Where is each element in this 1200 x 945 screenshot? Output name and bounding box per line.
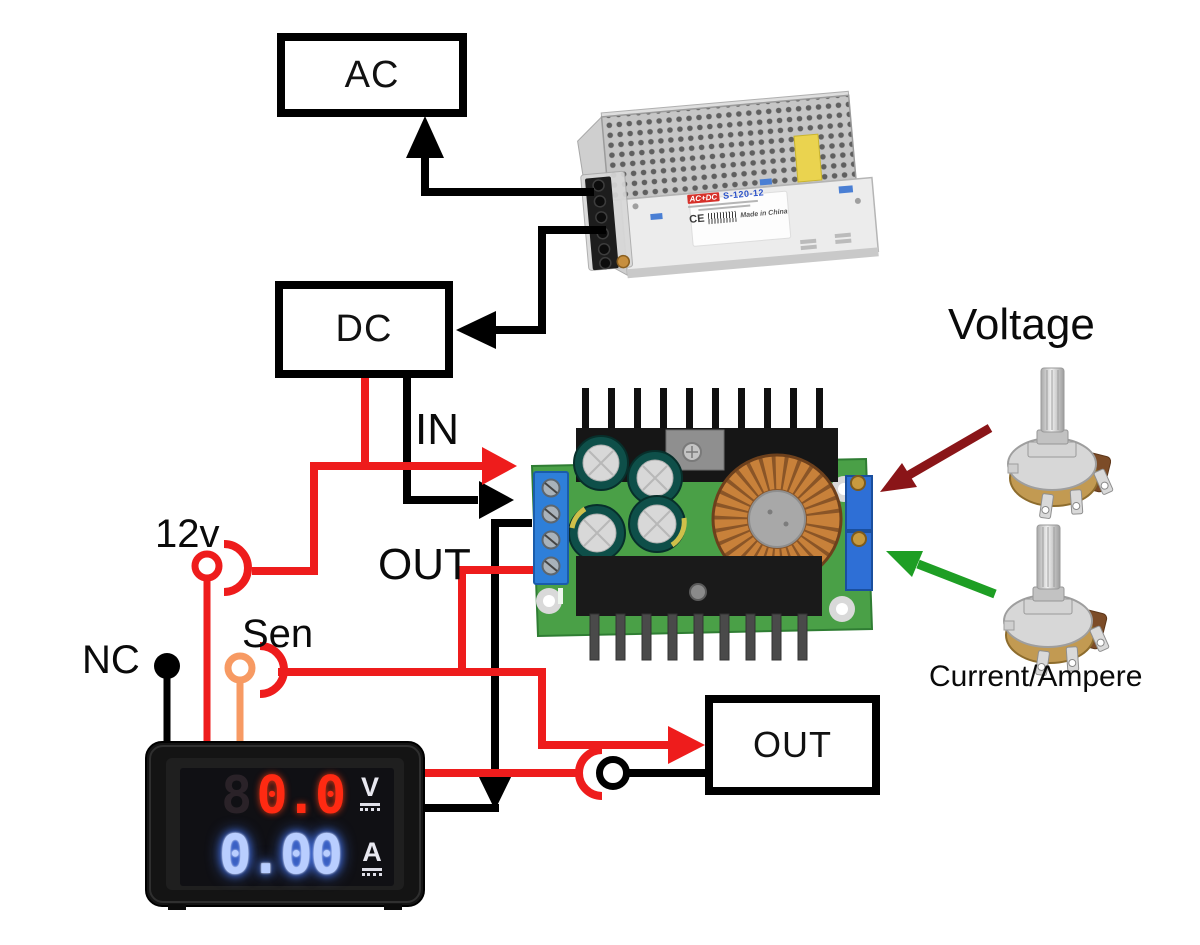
out-box-label: OUT bbox=[753, 724, 832, 765]
meter-positive-wire bbox=[424, 746, 603, 800]
psu-brand: AC+DC bbox=[687, 191, 720, 204]
psu-made-in: Made in China bbox=[740, 207, 788, 219]
sen-connector bbox=[224, 652, 256, 684]
out-positive-wire bbox=[259, 566, 705, 764]
meter-amp-display: 0.00 bbox=[219, 823, 343, 886]
current-trimmer bbox=[845, 531, 873, 591]
meter-amp-unit: A bbox=[362, 839, 382, 877]
12v-connector bbox=[191, 550, 223, 582]
bottom-heatsink bbox=[576, 556, 822, 661]
buck-converter-photo bbox=[530, 388, 874, 661]
potentiometer-voltage bbox=[1007, 367, 1114, 519]
psu-model: S-120-12 bbox=[722, 187, 765, 201]
meter-amp-value: 0.00 bbox=[219, 823, 343, 886]
out-wire-label: OUT bbox=[378, 540, 471, 589]
sen-wire bbox=[224, 652, 256, 747]
psu-to-ac-wire bbox=[406, 116, 594, 196]
voltage-label: Voltage bbox=[948, 300, 1095, 349]
voltage-trimmer bbox=[845, 475, 873, 531]
psu-photo bbox=[577, 90, 880, 279]
current-ampere-label: Current/Ampere bbox=[929, 660, 1143, 693]
dc-symbol bbox=[362, 868, 382, 877]
output-jumper bbox=[596, 756, 706, 790]
in-negative-wire bbox=[403, 378, 514, 519]
meter-photo bbox=[145, 741, 425, 910]
psu-barcode bbox=[707, 210, 737, 224]
ac-box: AC bbox=[277, 33, 467, 117]
psu-terminal-block bbox=[580, 170, 634, 271]
psu-ce-mark: CE bbox=[688, 212, 706, 226]
current-arrow bbox=[886, 551, 997, 599]
nc-connector bbox=[154, 653, 180, 679]
voltage-arrow bbox=[880, 424, 993, 492]
dc-symbol bbox=[360, 803, 380, 812]
meter-volt-unit: V bbox=[360, 774, 380, 812]
sen-label: Sen bbox=[242, 612, 314, 656]
capacitors bbox=[568, 435, 687, 562]
12v-label: 12v bbox=[155, 512, 220, 556]
in-positive-wire bbox=[191, 378, 517, 596]
nc-label: NC bbox=[82, 638, 140, 682]
psu-yellow-tag bbox=[793, 133, 823, 183]
in-wire-label: IN bbox=[415, 405, 459, 454]
out-box: OUT bbox=[705, 695, 880, 795]
potentiometer-current bbox=[1003, 524, 1111, 677]
meter-volt-value: 0.0 bbox=[256, 766, 346, 826]
nc-wire bbox=[154, 653, 180, 747]
meter-volt-ghost-digit: 8 bbox=[221, 766, 252, 826]
ac-box-label: AC bbox=[344, 53, 400, 96]
output-connector bbox=[596, 756, 630, 790]
dc-box-label: DC bbox=[335, 308, 393, 350]
psu-to-dc-wire bbox=[456, 226, 606, 349]
module-terminal-block bbox=[533, 471, 569, 585]
dc-box: DC bbox=[275, 281, 453, 378]
out-negative-wire bbox=[476, 519, 532, 810]
